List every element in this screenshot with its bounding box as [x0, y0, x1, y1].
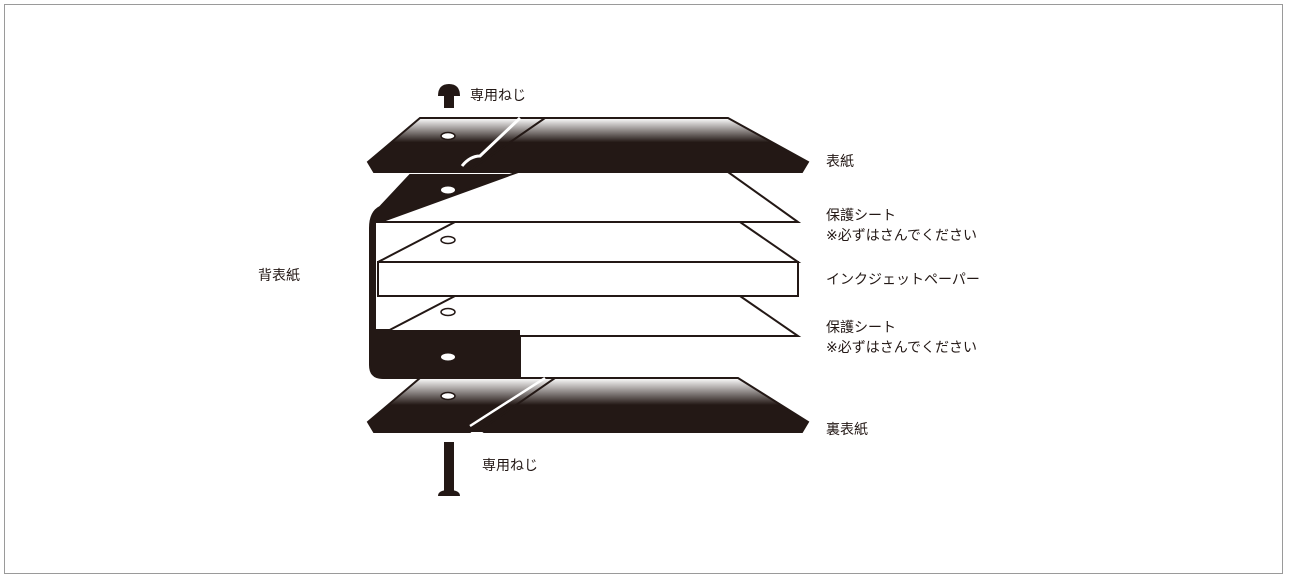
label-protect-note-top: ※必ずはさんでください [826, 228, 978, 244]
front-cover-hole [440, 131, 456, 141]
label-front-cover: 表紙 [826, 154, 854, 170]
label-protect-sheet-top: 保護シート [826, 208, 896, 224]
label-inkjet-paper: インクジェットペーパー [826, 272, 980, 288]
inkjet-paper [377, 261, 799, 297]
label-spine: 背表紙 [258, 268, 300, 284]
label-protect-note-bottom: ※必ずはさんでください [826, 340, 978, 356]
screw-bottom-icon [438, 442, 460, 496]
protect-sheet-bottom-hole [440, 307, 456, 317]
screw-top-icon [438, 84, 460, 108]
spine-hole-bottom [441, 353, 455, 361]
label-screw-bottom: 専用ねじ [482, 458, 538, 474]
label-protect-sheet-bottom: 保護シート [826, 320, 896, 336]
inkjet-paper-top [377, 221, 802, 263]
label-screw-top: 専用ねじ [470, 88, 526, 104]
protect-sheet-bottom [377, 295, 802, 337]
spine-hole-top [441, 186, 455, 194]
inkjet-paper-hole [440, 235, 456, 245]
label-back-cover: 裏表紙 [826, 422, 868, 438]
back-cover-hole [440, 391, 456, 401]
